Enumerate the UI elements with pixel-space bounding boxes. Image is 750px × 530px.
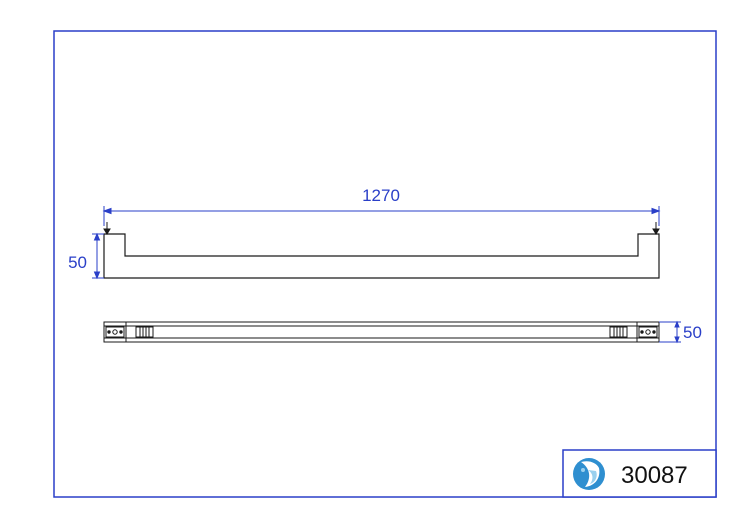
plan-view — [103, 321, 660, 343]
front-view — [103, 222, 660, 279]
brand-logo-icon — [573, 458, 605, 490]
mounting-plate-right — [638, 326, 658, 338]
height-dimension-plan — [659, 320, 681, 344]
drawing-frame — [53, 30, 717, 498]
length-dimension-label: 1270 — [362, 186, 400, 205]
screw-marker-right — [652, 222, 660, 235]
height-dimension-front — [92, 232, 104, 280]
screw-marker-left — [103, 222, 111, 235]
height-dimension-front-label: 50 — [68, 253, 87, 272]
handle-front-outline — [103, 233, 660, 279]
set-screw-left — [135, 326, 154, 338]
title-block: 30087 — [562, 449, 717, 498]
mounting-plate-left — [105, 326, 125, 338]
handle-bar-outline — [103, 321, 660, 343]
length-dimension — [102, 206, 661, 226]
set-screw-right — [609, 326, 628, 338]
product-code: 30087 — [621, 462, 688, 489]
height-dimension-plan-label: 50 — [683, 323, 702, 342]
